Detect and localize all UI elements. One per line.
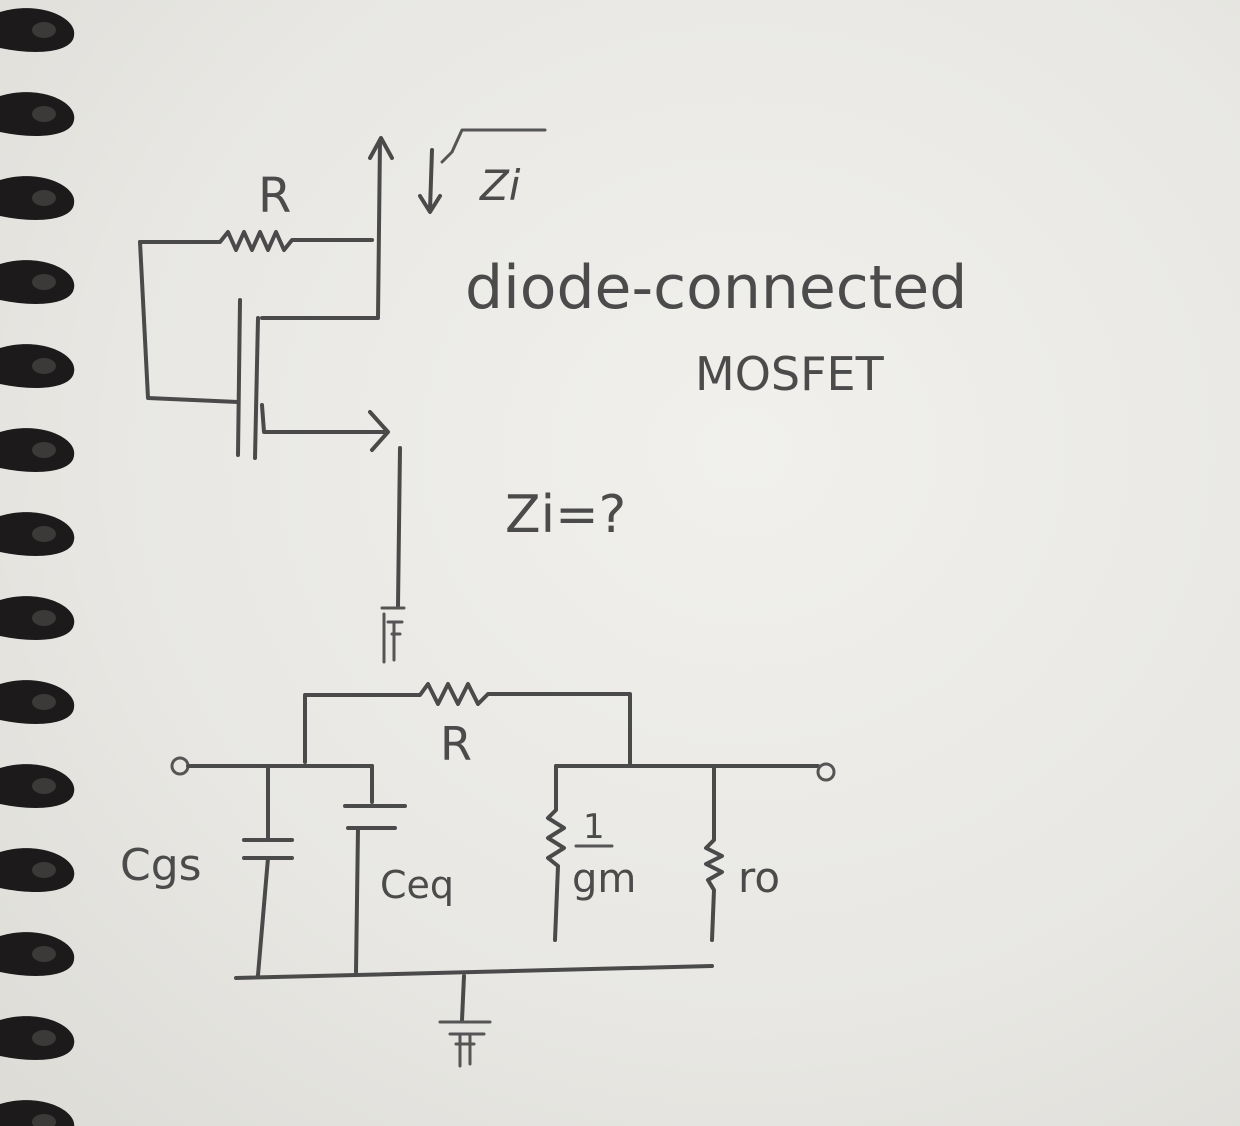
spiral-ring (0, 596, 75, 640)
spiral-ring-highlight (32, 22, 56, 38)
zi-arrow-down (418, 148, 442, 214)
spiral-ring (0, 512, 75, 556)
spiral-ring (0, 932, 75, 976)
spiral-ring-highlight (32, 358, 56, 374)
small-signal-circuit (170, 682, 836, 1068)
top-resistor-label: R (258, 168, 291, 224)
spiral-ring (0, 680, 75, 724)
spiral-ring (0, 848, 75, 892)
zi-overbar (440, 128, 547, 164)
spiral-ring-highlight (32, 190, 56, 206)
input-terminal (170, 756, 190, 776)
cgs-label: Cgs (120, 840, 202, 891)
spiral-ring (0, 1016, 75, 1060)
spiral-ring-highlight (32, 526, 56, 542)
feedback-resistor-symbol (138, 230, 374, 252)
ground-symbol-top (380, 606, 406, 664)
gm-resistor (546, 764, 566, 942)
ro-resistor (704, 764, 724, 942)
bottom-ground-symbol (438, 1020, 492, 1068)
current-arrow-up (368, 136, 394, 160)
bottom-ground-wire (460, 974, 466, 1022)
gm-denominator-label: gm (572, 856, 636, 902)
spiral-binding (0, 8, 75, 1126)
bottom-resistor-label: R (440, 717, 472, 771)
spiral-ring-highlight (32, 442, 56, 458)
spiral-ring (0, 428, 75, 472)
zi-label: Zi (479, 161, 521, 210)
spiral-ring (0, 1100, 75, 1126)
gm-numerator-label: 1 (583, 807, 605, 847)
caption-line-2: MOSFET (695, 347, 885, 401)
drain-wire (260, 138, 382, 320)
spiral-ring (0, 260, 75, 304)
channel-plate (253, 316, 260, 460)
gate-connection-wire (138, 240, 240, 404)
spiral-ring (0, 92, 75, 136)
cgs-capacitor (242, 764, 294, 977)
output-terminal (816, 762, 836, 782)
source-wire (260, 403, 387, 434)
spiral-ring (0, 764, 75, 808)
ground-wire (396, 446, 402, 608)
spiral-ring-highlight (32, 274, 56, 290)
ro-label: ro (738, 853, 780, 902)
spiral-ring-highlight (32, 862, 56, 878)
mosfet-schematic (138, 128, 547, 664)
spiral-ring-highlight (32, 1030, 56, 1046)
question-label: Zi=? (505, 485, 626, 545)
spiral-ring-highlight (32, 946, 56, 962)
spiral-ring-highlight (32, 106, 56, 122)
spiral-ring (0, 344, 75, 388)
spiral-ring (0, 176, 75, 220)
caption-line-1: diode-connected (465, 253, 967, 323)
spiral-ring-highlight (32, 778, 56, 794)
spiral-ring (0, 8, 75, 52)
spiral-ring-highlight (32, 694, 56, 710)
spiral-ring-highlight (32, 610, 56, 626)
ceq-capacitor (343, 764, 407, 974)
ceq-label: Ceq (380, 863, 454, 907)
gate-plate (236, 298, 242, 457)
source-arrow (368, 410, 390, 452)
bottom-bus (234, 964, 714, 980)
spiral-ring-highlight (32, 1114, 56, 1126)
small-signal-resistor (303, 682, 632, 767)
